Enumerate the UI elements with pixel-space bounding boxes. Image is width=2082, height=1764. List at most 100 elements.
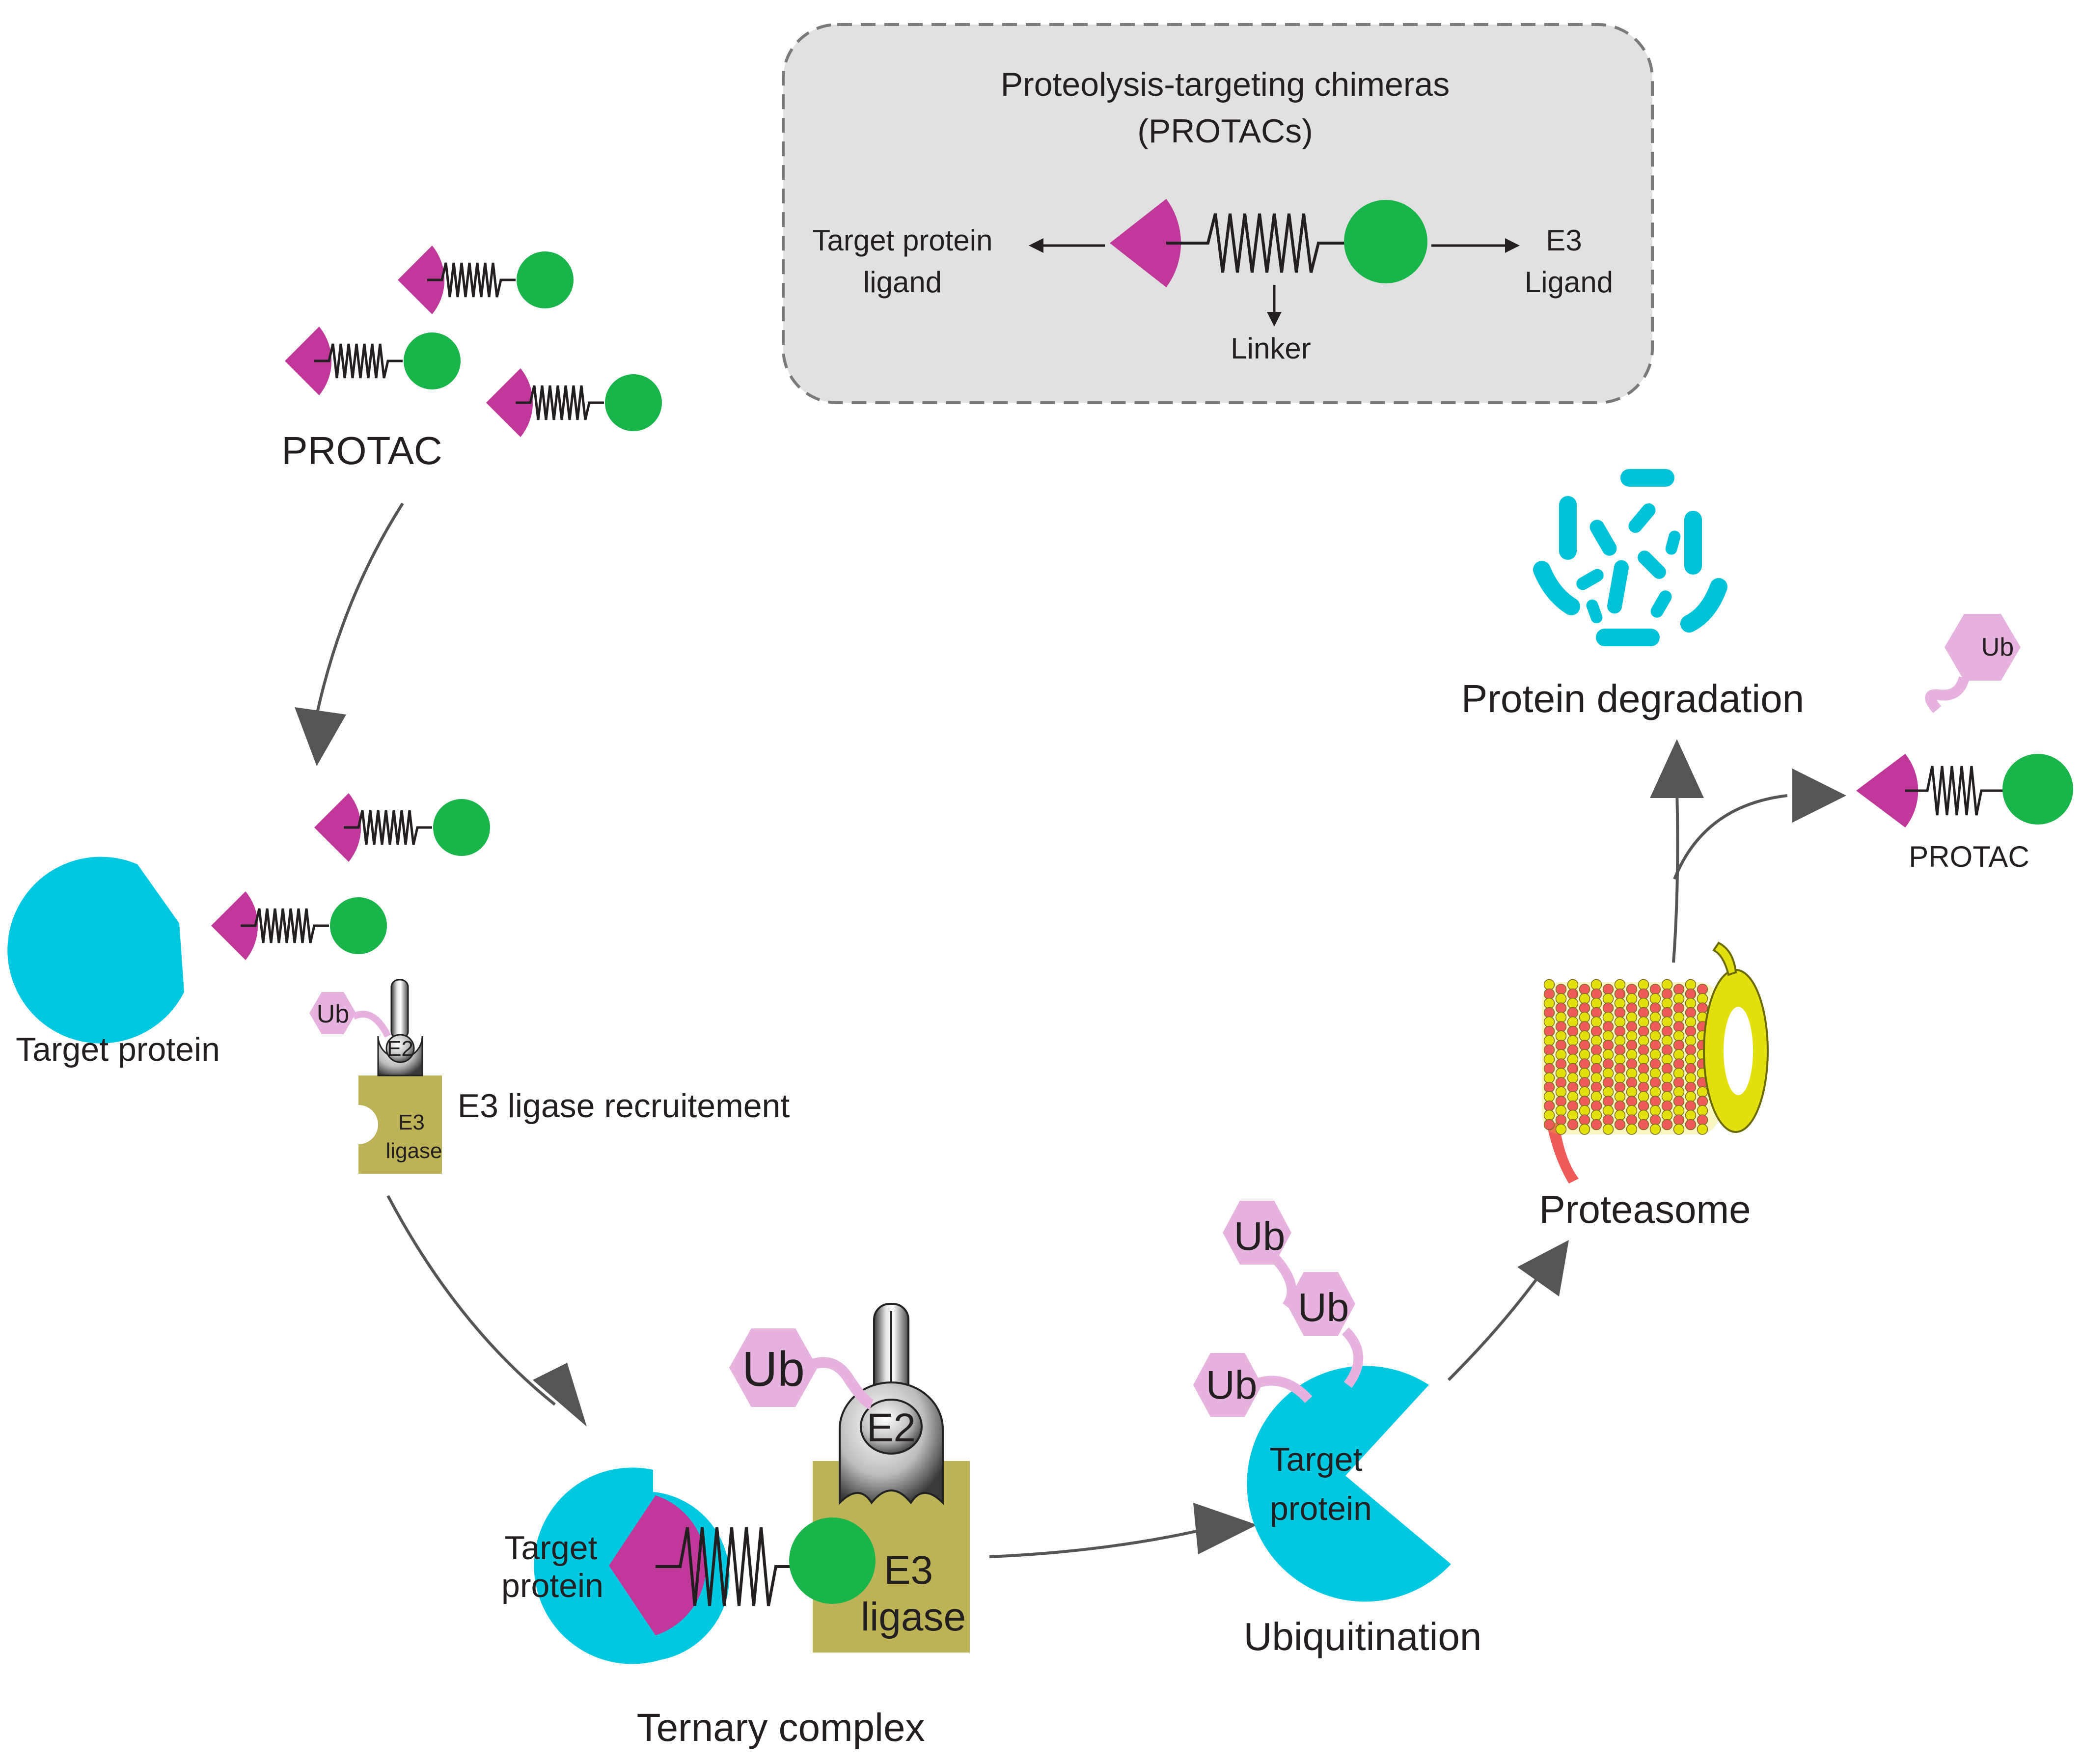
flow-arrowhead-icon — [1193, 1503, 1257, 1554]
proteasome-subunit — [1685, 1109, 1697, 1121]
proteasome-subunit — [1685, 1063, 1697, 1075]
legend-e3-ligand-line1: E3 — [1546, 224, 1582, 257]
legend-target-ligand-line1: Target protein — [813, 224, 993, 257]
ubiquitin-icon — [1945, 614, 2021, 681]
flow-arrow-icon — [386, 1195, 556, 1406]
proteasome-subunit — [1555, 1086, 1567, 1098]
proteasome-subunit — [1543, 1119, 1555, 1130]
proteasome-subunit — [1590, 1091, 1602, 1102]
protac-cluster: PROTAC — [281, 246, 662, 472]
proteasome-subunit — [1567, 979, 1579, 991]
proteasome-subunit — [1661, 1044, 1673, 1056]
proteasome-subunit — [1590, 1109, 1602, 1121]
proteasome-subunit — [1661, 1119, 1673, 1130]
proteasome-subunit — [1602, 1114, 1614, 1126]
proteasome-icon: Proteasome — [1539, 941, 1769, 1231]
proteasome-subunit — [1626, 1040, 1638, 1051]
proteasome-subunit — [1590, 1072, 1602, 1084]
proteasome-subunit — [1638, 1044, 1649, 1056]
binding-stage: Target protein — [7, 793, 490, 1068]
legend-title-line1: Proteolysis-targeting chimeras — [1001, 66, 1450, 103]
proteasome-subunit — [1673, 1021, 1685, 1032]
ternary-e3-label-line1: E3 — [884, 1548, 933, 1593]
proteasome-subunit — [1579, 1096, 1590, 1107]
proteasome-subunit — [1638, 997, 1649, 1009]
proteasome-subunit — [1602, 984, 1614, 995]
flow-arrowhead-icon — [1517, 1240, 1569, 1296]
proteasome-subunit — [1638, 1053, 1649, 1065]
proteasome-subunit — [1638, 1016, 1649, 1028]
proteasome-subunit — [1626, 1086, 1638, 1098]
proteasome-subunit — [1614, 997, 1626, 1009]
proteasome-subunit — [1661, 1072, 1673, 1084]
proteasome-subunit — [1543, 1016, 1555, 1028]
proteasome-subunit — [1590, 1081, 1602, 1093]
protac-molecule-icon — [211, 891, 387, 960]
proteasome-subunit — [1649, 1012, 1661, 1023]
proteasome-subunit — [1673, 1002, 1685, 1014]
proteasome-subunit — [1555, 1012, 1567, 1023]
proteasome-subunit — [1626, 1030, 1638, 1042]
proteasome-subunit — [1555, 1030, 1567, 1042]
ubiquitin-tail — [1925, 676, 1970, 714]
proteasome-subunit — [1590, 997, 1602, 1009]
proteasome-subunit — [1567, 1044, 1579, 1056]
proteasome-subunit — [1590, 988, 1602, 1000]
flow-arrowhead-icon — [295, 707, 346, 766]
proteasome-subunit — [1697, 1114, 1708, 1126]
ub-label-1: Ub — [1234, 1214, 1286, 1259]
proteasome-subunit — [1543, 1025, 1555, 1037]
proteasome-subunit — [1661, 979, 1673, 991]
ubiquitin-icon — [1193, 1353, 1262, 1417]
proteasome-subunit — [1543, 1091, 1555, 1102]
proteasome-subunit — [1555, 1077, 1567, 1088]
proteasome-subunit — [1614, 1109, 1626, 1121]
proteasome-subunit — [1638, 1109, 1649, 1121]
proteasome-subunit — [1673, 1030, 1685, 1042]
proteasome-subunit — [1649, 984, 1661, 995]
flow-arrow-icon — [1672, 790, 1679, 963]
proteasome-subunit — [1673, 984, 1685, 995]
proteasome-subunit — [1661, 1016, 1673, 1028]
proteasome-subunit — [1638, 1063, 1649, 1075]
proteasome-subunit — [1685, 1053, 1697, 1065]
ternary-e3-label-line2: ligase — [861, 1595, 966, 1639]
proteasome-subunit — [1555, 984, 1567, 995]
proteasome-subunit — [1555, 993, 1567, 1004]
small-e3-label-line1: E3 — [398, 1110, 425, 1134]
proteasome-subunit — [1649, 1030, 1661, 1042]
proteasome-subunit — [1567, 1007, 1579, 1019]
proteasome-subunit — [1579, 1058, 1590, 1070]
e2-enzyme-icon — [377, 979, 423, 1076]
proteasome-subunit — [1673, 1096, 1685, 1107]
proteasome-subunit — [1638, 1119, 1649, 1130]
proteasome-subunit — [1649, 1086, 1661, 1098]
proteasome-subunit — [1590, 979, 1602, 991]
proteasome-subunit — [1602, 1049, 1614, 1060]
proteasome-subunit — [1697, 1086, 1708, 1098]
flow-arrowhead-icon — [533, 1363, 587, 1427]
flow-arrow-icon — [312, 502, 404, 729]
proteasome-subunit — [1614, 1072, 1626, 1084]
proteasome-subunit — [1638, 1100, 1649, 1112]
proteasome-subunit — [1543, 1081, 1555, 1093]
proteasome-subunit — [1614, 988, 1626, 1000]
ubiquitinated-target: Ub Ub Ub Target protein Ubiquitination — [1193, 1201, 1481, 1658]
protac-legend-box: Proteolysis-targeting chimeras (PROTACs)… — [782, 23, 1654, 404]
proteasome-subunit — [1638, 1072, 1649, 1084]
proteasome-subunit — [1685, 1072, 1697, 1084]
proteasome-subunit — [1590, 1053, 1602, 1065]
proteasome-subunit — [1638, 1035, 1649, 1047]
proteasome-subunit — [1673, 1068, 1685, 1079]
small-e3-label-line2: ligase — [386, 1139, 442, 1163]
protac-molecule-icon — [486, 368, 662, 437]
proteasome-subunit — [1614, 1007, 1626, 1019]
proteasome-subunit — [1626, 1012, 1638, 1023]
proteasome-subunit — [1590, 1063, 1602, 1075]
e3-recruitment-complex: Ub E2 E3 ligase E3 ligase recruitement — [309, 979, 790, 1174]
proteasome-subunit — [1661, 1035, 1673, 1047]
proteasome-subunit — [1661, 988, 1673, 1000]
proteasome-subunit — [1697, 1105, 1708, 1116]
proteasome-subunit — [1685, 1119, 1697, 1130]
proteasome-subunit — [1555, 1040, 1567, 1051]
